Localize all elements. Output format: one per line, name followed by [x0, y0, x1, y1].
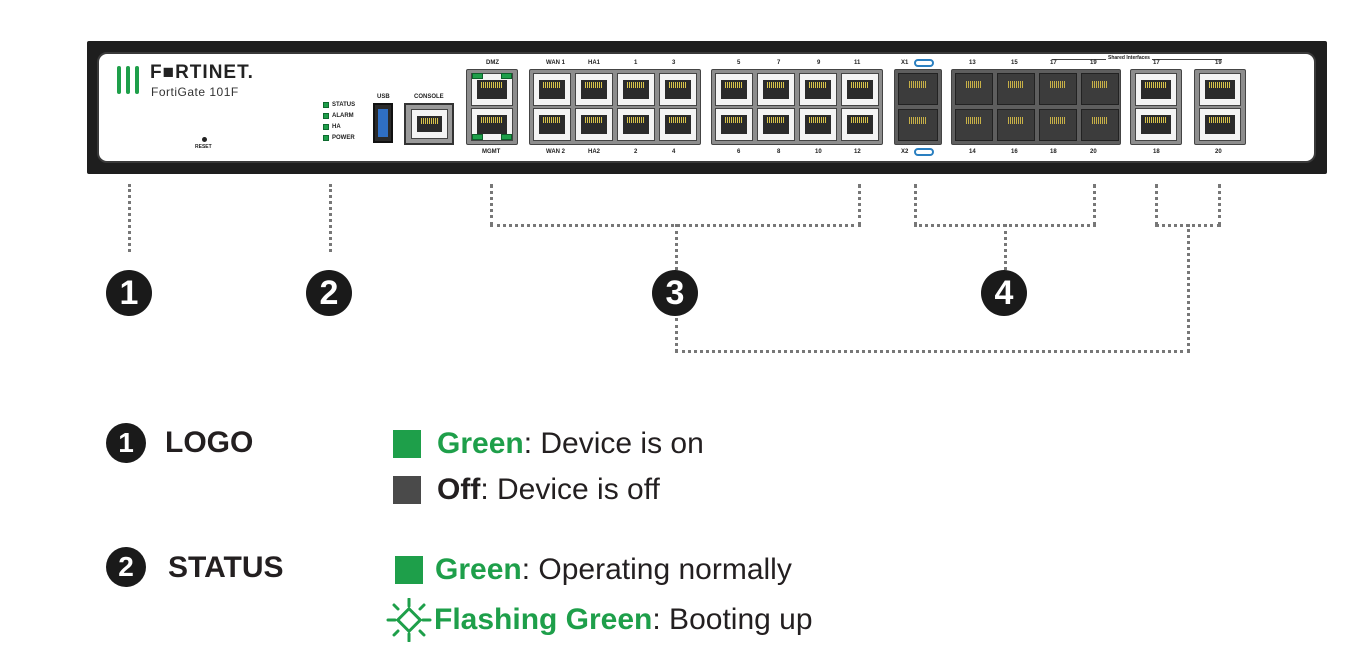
port-label-shared-20: 20 [1215, 149, 1222, 155]
port-label-wan2: WAN 2 [546, 149, 566, 155]
legend-logo-off: Off: Device is off [393, 473, 660, 507]
led-status: STATUS [323, 99, 355, 110]
callout-line-3c [675, 224, 678, 270]
shared-interfaces-label: Shared Interfaces [1106, 55, 1152, 61]
port-label-7: 7 [777, 60, 781, 66]
model-name: FortiGate 101F [151, 85, 239, 99]
legend-badge-1: 1 [106, 423, 146, 463]
port-label-dmz: DMZ [486, 60, 499, 66]
callout-badge-1: 1 [106, 270, 152, 316]
flashing-green-icon [386, 598, 432, 642]
legend-status-green: Green: Operating normally [395, 553, 792, 587]
reset-pinhole-icon[interactable] [202, 137, 207, 142]
callout-badge-3: 3 [652, 270, 698, 316]
power-led-icon [323, 134, 329, 141]
legend-status-flashing: Flashing Green: Booting up [386, 598, 813, 642]
port-label-3: 3 [672, 60, 676, 66]
logo-led-bars-icon [117, 66, 144, 99]
port-label-mgmt: MGMT [482, 149, 501, 155]
port-label-15: 15 [1011, 60, 1018, 66]
port-label-x1: X1 [901, 60, 909, 66]
port-label-11: 11 [854, 60, 861, 66]
port-label-2: 2 [634, 149, 638, 155]
callout-line-3d [675, 318, 678, 352]
port-label-ha2: HA2 [588, 149, 601, 155]
port-label-shared-18: 18 [1153, 149, 1160, 155]
green-square-icon [393, 430, 421, 458]
callout-line-5c [1187, 224, 1190, 352]
callout-line-5a [1155, 184, 1158, 226]
ha-led-icon [323, 123, 329, 130]
callout-line-5b [1218, 184, 1221, 226]
sfp-13-20-block[interactable] [951, 69, 1121, 145]
status-led-icon [323, 101, 329, 108]
shared-rj45-19-20[interactable] [1194, 69, 1246, 145]
port-label-x2: X2 [901, 149, 909, 155]
callout-line-3a [490, 184, 493, 226]
led-ha: HA [323, 121, 355, 132]
port-label-9: 9 [817, 60, 821, 66]
callout-line-4b [1093, 184, 1096, 226]
green-square-icon [395, 556, 423, 584]
dmz-mgmt-port-block[interactable] [466, 69, 518, 145]
port-label-18: 18 [1050, 149, 1057, 155]
port-label-10: 10 [815, 149, 822, 155]
brand-logo: F■RTINET. [150, 62, 254, 83]
usb-label: USB [377, 94, 390, 100]
port-label-5: 5 [737, 60, 741, 66]
status-led-panel: STATUS ALARM HA POWER [323, 99, 355, 143]
rj45-port-block-1[interactable] [529, 69, 701, 145]
port-label-ha1: HA1 [588, 60, 601, 66]
port-label-12: 12 [854, 149, 861, 155]
callout-line-5d [675, 350, 1190, 353]
sfp-x1-x2-block[interactable] [894, 69, 942, 145]
callout-line-3b [858, 184, 861, 226]
off-square-icon [393, 476, 421, 504]
usb-port[interactable] [373, 103, 393, 143]
alarm-led-icon [323, 112, 329, 119]
port-label-8: 8 [777, 149, 781, 155]
console-label: CONSOLE [414, 94, 444, 100]
callout-line-1 [128, 184, 131, 252]
port-label-shared-17: 17 [1153, 60, 1160, 66]
callout-line-4a [914, 184, 917, 226]
port-label-20: 20 [1090, 149, 1097, 155]
port-label-1: 1 [634, 60, 638, 66]
port-label-16: 16 [1011, 149, 1018, 155]
port-label-14: 14 [969, 149, 976, 155]
port-label-shared-19: 19 [1215, 60, 1222, 66]
port-label-wan1: WAN 1 [546, 60, 566, 66]
callout-badge-4: 4 [981, 270, 1027, 316]
port-label-13: 13 [969, 60, 976, 66]
port-label-17: 17 [1050, 60, 1057, 66]
callout-line-2 [329, 184, 332, 252]
callout-badge-2: 2 [306, 270, 352, 316]
led-power: POWER [323, 132, 355, 143]
rj45-port-block-2[interactable] [711, 69, 883, 145]
console-port[interactable] [404, 103, 454, 145]
led-alarm: ALARM [323, 110, 355, 121]
legend-title-logo: LOGO [165, 426, 254, 459]
port-label-19: 19 [1090, 60, 1097, 66]
link-x1-icon [914, 59, 934, 67]
port-label-4: 4 [672, 149, 676, 155]
port-label-6: 6 [737, 149, 741, 155]
shared-rj45-17-18[interactable] [1130, 69, 1182, 145]
link-x2-icon [914, 148, 934, 156]
legend-logo-green: Green: Device is on [393, 427, 704, 461]
legend-title-status: STATUS [168, 551, 284, 584]
callout-line-4c [1004, 224, 1007, 270]
legend-badge-2: 2 [106, 547, 146, 587]
reset-label: RESET [195, 144, 212, 150]
